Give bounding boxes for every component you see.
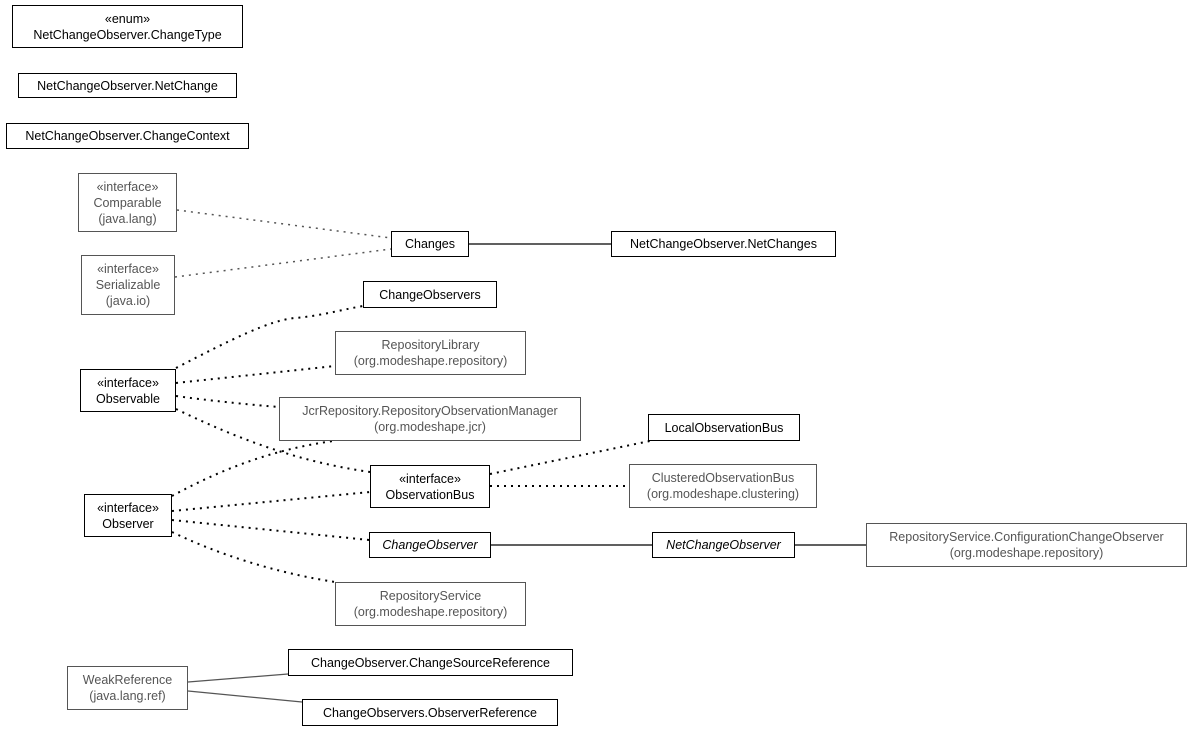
class-name: RepositoryService <box>379 589 482 603</box>
class-name: NetChangeObserver.NetChanges <box>630 237 817 251</box>
edge-observer-observationbus <box>171 491 371 512</box>
edge-observer-jcrmanager <box>171 440 334 497</box>
class-repository-service[interactable]: RepositoryService (org.modeshape.reposit… <box>335 582 526 626</box>
edge-obsbus-localobsbus <box>489 440 651 475</box>
edge-observable-repositorylibrary <box>175 365 336 384</box>
interface-observer[interactable]: «interface» Observer <box>84 494 172 537</box>
edge-observer-repositoryservice <box>171 531 336 583</box>
class-name: NetChangeObserver.ChangeContext <box>25 129 230 143</box>
class-clustered-observation-bus[interactable]: ClusteredObservationBus (org.modeshape.c… <box>629 464 817 508</box>
class-weak-reference[interactable]: WeakReference (java.lang.ref) <box>67 666 188 710</box>
class-changes[interactable]: Changes <box>391 231 469 257</box>
package-label: (java.io) <box>105 294 151 308</box>
stereotype-label: «enum» <box>104 11 151 26</box>
package-label: (org.modeshape.repository) <box>353 354 508 368</box>
stereotype-label: «interface» <box>97 500 159 515</box>
class-name: ChangeObservers.ObserverReference <box>323 705 537 720</box>
class-net-change[interactable]: NetChangeObserver.NetChange <box>18 73 237 98</box>
class-name: ChangeObserver.ChangeSourceReference <box>310 655 551 670</box>
class-change-context[interactable]: NetChangeObserver.ChangeContext <box>6 123 249 149</box>
class-observer-reference[interactable]: ChangeObservers.ObserverReference <box>302 699 558 726</box>
edge-observable-changeobservers <box>175 305 364 369</box>
class-name: Serializable <box>95 278 161 292</box>
stereotype-label: «interface» <box>97 375 159 390</box>
package-label: (java.lang) <box>98 211 157 226</box>
abstract-class-net-change-observer[interactable]: NetChangeObserver <box>652 532 795 558</box>
class-name: JcrRepository.RepositoryObservationManag… <box>302 404 558 418</box>
edge-serializable-changes <box>174 248 392 278</box>
class-name: Changes <box>404 237 456 251</box>
class-name: Comparable <box>93 195 162 210</box>
edge-weakref-changesourceref <box>187 673 289 683</box>
interface-serializable[interactable]: «interface» Serializable (java.io) <box>81 255 175 315</box>
class-name: ClusteredObservationBus <box>651 471 795 485</box>
stereotype-label: «interface» <box>399 471 461 486</box>
package-label: (java.lang.ref) <box>89 689 166 703</box>
class-name: ChangeObserver <box>382 538 478 552</box>
stereotype-label: «interface» <box>96 179 159 194</box>
class-name: WeakReference <box>82 673 173 687</box>
interface-observation-bus[interactable]: «interface» ObservationBus <box>370 465 490 508</box>
edge-observable-jcrmanager <box>175 395 280 408</box>
class-name: Observer <box>102 516 154 531</box>
class-name: RepositoryLibrary <box>381 338 480 352</box>
package-label: (org.modeshape.jcr) <box>374 420 486 434</box>
package-label: (org.modeshape.clustering) <box>646 487 800 501</box>
stereotype-label: «interface» <box>97 262 159 276</box>
edge-weakref-observerreference <box>187 690 303 703</box>
class-name: NetChangeObserver.NetChange <box>37 78 218 93</box>
class-jcr-observation-manager[interactable]: JcrRepository.RepositoryObservationManag… <box>279 397 581 441</box>
class-change-type[interactable]: «enum» NetChangeObserver.ChangeType <box>12 5 243 48</box>
class-net-changes[interactable]: NetChangeObserver.NetChanges <box>611 231 836 257</box>
class-name: LocalObservationBus <box>664 420 784 435</box>
class-name: ObservationBus <box>385 487 475 502</box>
package-label: (org.modeshape.repository) <box>949 546 1104 560</box>
edge-observer-changeobserver <box>171 519 370 541</box>
package-label: (org.modeshape.repository) <box>353 605 508 619</box>
abstract-class-change-observer[interactable]: ChangeObserver <box>369 532 491 558</box>
class-name: ChangeObservers <box>379 287 481 302</box>
class-local-observation-bus[interactable]: LocalObservationBus <box>648 414 800 441</box>
class-name: Observable <box>96 391 160 406</box>
class-change-observers[interactable]: ChangeObservers <box>363 281 497 308</box>
interface-comparable[interactable]: «interface» Comparable (java.lang) <box>78 173 177 232</box>
class-repository-library[interactable]: RepositoryLibrary (org.modeshape.reposit… <box>335 331 526 375</box>
edge-comparable-changes <box>176 209 392 239</box>
class-name: RepositoryService.ConfigurationChangeObs… <box>889 530 1164 544</box>
class-name: NetChangeObserver <box>666 538 781 552</box>
class-configuration-change-observer[interactable]: RepositoryService.ConfigurationChangeObs… <box>866 523 1187 567</box>
interface-observable[interactable]: «interface» Observable <box>80 369 176 412</box>
class-name: NetChangeObserver.ChangeType <box>33 27 222 42</box>
class-change-source-reference[interactable]: ChangeObserver.ChangeSourceReference <box>288 649 573 676</box>
